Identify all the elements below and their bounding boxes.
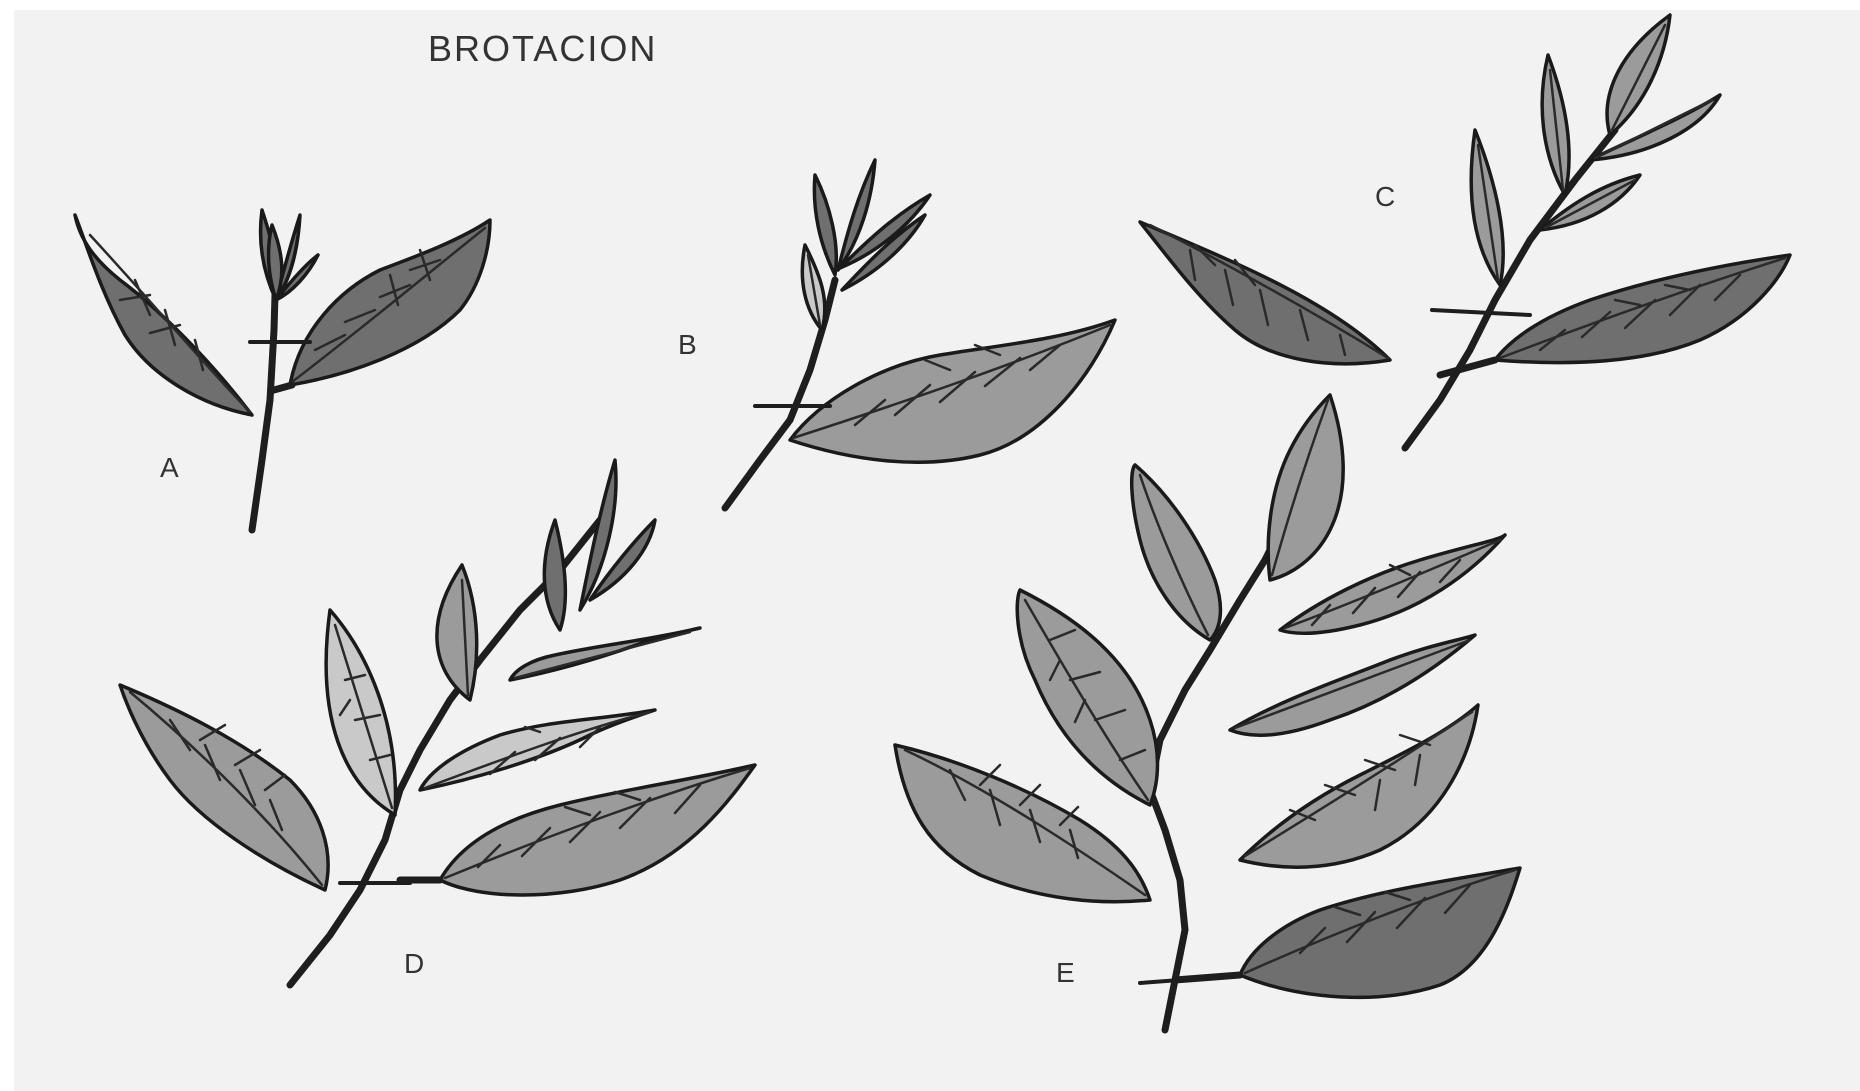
cut-line-c	[1432, 310, 1530, 315]
petiole-c	[1440, 360, 1495, 375]
young-leaves-d	[326, 460, 700, 815]
shoot-stage-b	[725, 160, 1115, 508]
bud-cluster-b	[802, 160, 930, 330]
leaf-d-left	[120, 685, 328, 890]
shoot-stage-a	[75, 210, 490, 530]
stem-a	[252, 260, 276, 530]
petiole-a-right	[274, 385, 292, 390]
bud-cluster-a	[261, 210, 318, 300]
shoot-stage-d	[120, 460, 755, 985]
leaf-c-left	[1140, 222, 1390, 364]
leaf-d-lower-right	[440, 765, 755, 895]
leaf-e-bottom-right	[1240, 868, 1520, 997]
stem-c	[1405, 130, 1615, 448]
shoot-stage-e	[895, 395, 1520, 1030]
shoot-stage-c	[1140, 15, 1790, 448]
